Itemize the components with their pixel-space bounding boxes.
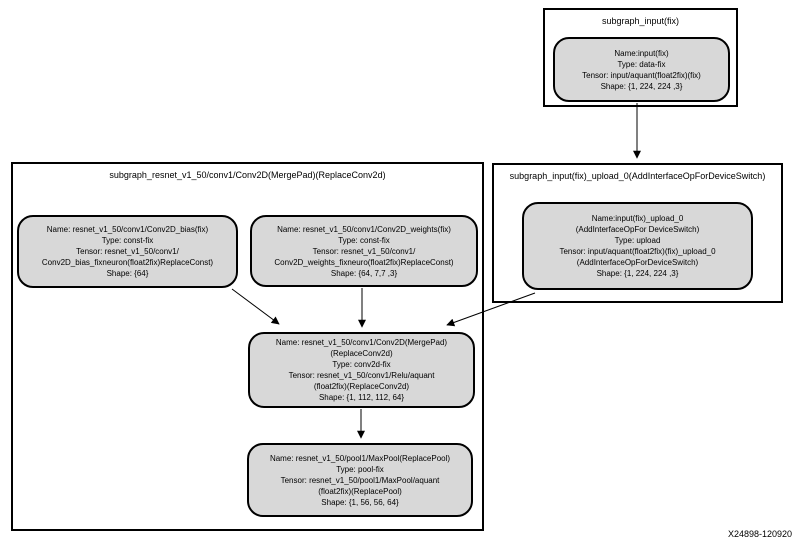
node-text-line: Tensor: input/aquant(float2fix)(fix)	[582, 70, 701, 80]
subgraph-title-conv2d: subgraph_resnet_v1_50/conv1/Conv2D(Merge…	[109, 170, 386, 180]
node-text-line: Tensor: input/aquant(float2fix)(fix)_upl…	[559, 247, 716, 256]
node-text-line: Shape: {1, 112, 112, 64}	[318, 393, 405, 402]
node-text-line: Name: resnet_v1_50/conv1/Conv2D_bias(fix…	[46, 225, 209, 234]
node-text-line: (AddInterfaceOpFor DeviceSwitch)	[575, 225, 700, 234]
subgraph-title-input: subgraph_input(fix)	[601, 16, 680, 26]
bias-node: Name: resnet_v1_50/conv1/Conv2D_bias(fix…	[17, 215, 238, 288]
node-text-line: Tensor: resnet_v1_50/conv1/	[312, 246, 416, 256]
node-text-line: Type: pool-fix	[336, 464, 384, 474]
node-text-line: Tensor: resnet_v1_50/conv1/Relu/aquant	[288, 371, 435, 380]
node-text-line: Name: resnet_v1_50/conv1/Conv2D(MergePad…	[275, 338, 448, 347]
conv2d-node: Name: resnet_v1_50/conv1/Conv2D(MergePad…	[248, 332, 475, 408]
node-text-line: Name: resnet_v1_50/pool1/MaxPool(Replace…	[269, 453, 451, 463]
node-text-line: Conv2D_weights_fixneuro(float2fix)Replac…	[274, 257, 454, 267]
node-text-line: Type: conv2d-fix	[332, 360, 391, 369]
node-text-line: Conv2D_bias_fixneuron(float2fix)ReplaceC…	[41, 258, 214, 267]
node-text-line: (float2fix)(ReplacePool)	[318, 486, 402, 496]
node-text-line: (AddInterfaceOpForDeviceSwitch)	[576, 258, 699, 267]
node-text-line: Tensor: resnet_v1_50/conv1/	[76, 247, 179, 256]
node-text-line: Type: const-fix	[338, 235, 390, 245]
node-text-line: Type: const-fix	[101, 236, 154, 245]
figure-id-label: X24898-120920	[727, 529, 792, 539]
node-text-line: Shape: {1, 224, 224 ,3}	[596, 269, 679, 278]
node-text-line: Shape: {64}	[106, 269, 149, 278]
node-text-line: (ReplaceConv2d)	[330, 349, 393, 358]
maxpool-node: Name: resnet_v1_50/pool1/MaxPool(Replace…	[247, 443, 473, 517]
node-text-line: Name: resnet_v1_50/conv1/Conv2D_weights(…	[277, 224, 451, 234]
node-text-line: Shape: {1, 56, 56, 64}	[321, 497, 399, 507]
node-text-line: Tensor: resnet_v1_50/pool1/MaxPool/aquan…	[280, 475, 440, 485]
node-text-line: Shape: {1, 224, 224 ,3}	[600, 81, 683, 91]
upload-node: Name:input(fix)_upload_0 (AddInterfaceOpF…	[522, 202, 753, 290]
subgraph-title-upload: subgraph_input(fix)_upload_0(AddInterfac…	[509, 171, 766, 181]
node-text-line: Shape: {64, 7,7 ,3}	[330, 268, 398, 278]
node-text-line: Name:input(fix)	[614, 48, 669, 58]
node-text-line: Type: upload	[614, 236, 661, 245]
node-text-line: Name:input(fix)_upload_0	[591, 214, 684, 223]
weights-node: Name: resnet_v1_50/conv1/Conv2D_weights(…	[250, 215, 478, 287]
node-text-line: (float2fix)(ReplaceConv2d)	[313, 382, 410, 391]
node-text-line: Type: data-fix	[617, 59, 666, 69]
